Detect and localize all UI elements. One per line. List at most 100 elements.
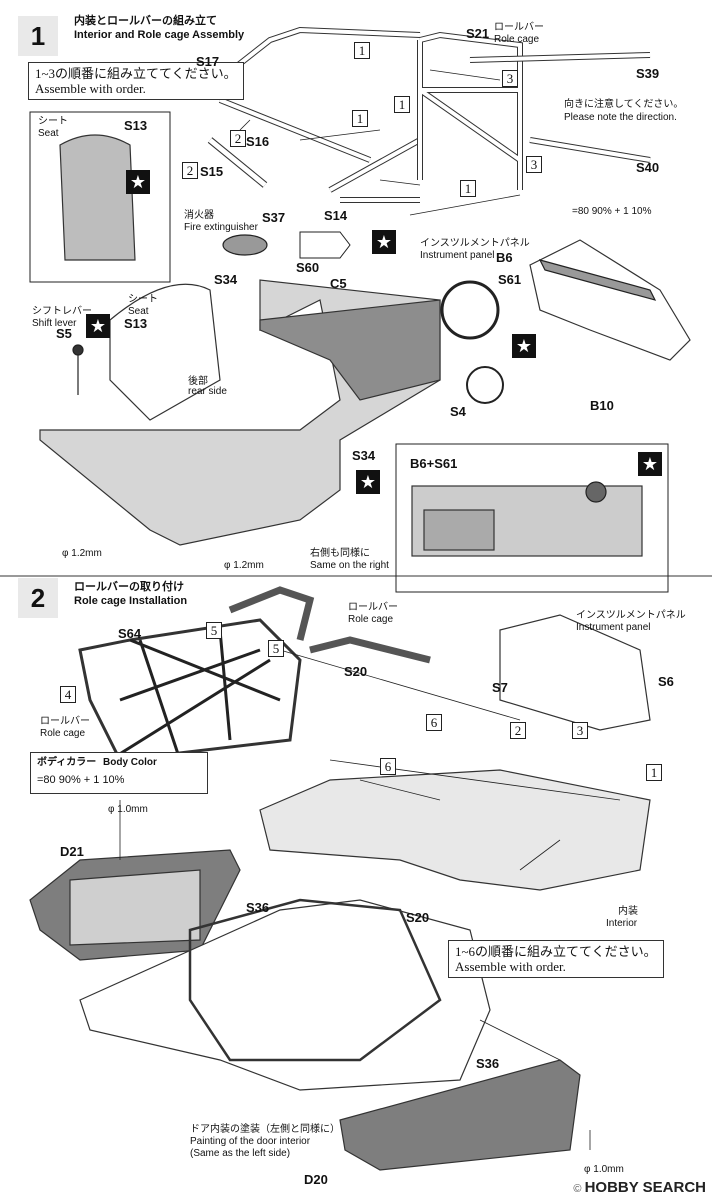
step-2-title: ロールバーの取り付け Role cage Installation (74, 580, 187, 608)
sequence-marker: 5 (206, 622, 222, 639)
part-s6: S6 (658, 674, 674, 689)
step-2-order-note-ja: 1~6の順番に組み立ててください。 (455, 944, 657, 959)
step-2-order-note-en: Assemble with order. (455, 959, 566, 974)
part-s39: S39 (636, 66, 660, 81)
drill-size-3: φ 1.0mm (108, 804, 148, 815)
rollbar-label-en: Role cage (494, 34, 540, 45)
rear-label-ja: 後部 (188, 376, 208, 387)
sequence-marker: 2 (182, 162, 198, 179)
drill-size-2: φ 1.2mm (224, 560, 264, 571)
step-2-number: 2 (18, 578, 58, 618)
extinguisher-label-ja: 消火器 (184, 210, 214, 221)
part-s40: S40 (636, 160, 660, 175)
part-d21: D21 (60, 844, 84, 859)
star-icon: ★ (512, 334, 536, 358)
sequence-marker: 2 (230, 130, 246, 147)
direction-note-en: Please note the direction. (564, 112, 677, 123)
part-b10: B10 (590, 398, 614, 413)
sequence-marker: 1 (394, 96, 410, 113)
door-note-en2: (Same as the left side) (190, 1148, 291, 1159)
sequence-marker: 4 (60, 686, 76, 703)
sequence-marker: 1 (460, 180, 476, 197)
step-2-order-note: 1~6の順番に組み立ててください。 Assemble with order. (448, 940, 664, 978)
part-s34-upper: S34 (214, 272, 238, 287)
rear-label-en: rear side (188, 386, 227, 397)
part-s14: S14 (324, 208, 348, 223)
watermark: © HOBBY SEARCH (573, 1179, 706, 1196)
drill-size-4: φ 1.0mm (584, 1164, 624, 1175)
same-right-ja: 右側も同様に (310, 548, 370, 559)
rollbar2-label-ja: ロールバー (348, 602, 398, 613)
part-s34-lower: S34 (352, 448, 376, 463)
door-note-en1: Painting of the door interior (190, 1136, 311, 1147)
step-1-number: 1 (18, 16, 58, 56)
instrument2-label-en: Instrument panel (576, 622, 651, 633)
watermark-brand: HOBBY SEARCH (584, 1179, 706, 1196)
paint-mix-step1: =80 90% + 1 10% (572, 206, 652, 217)
sequence-marker: 3 (502, 70, 518, 87)
body-color-en: Body Color (103, 757, 157, 768)
interior-label-ja: 内装 (618, 906, 638, 917)
part-s64: S64 (118, 626, 142, 641)
part-b6: B6 (496, 250, 513, 265)
sequence-marker: 6 (426, 714, 442, 731)
drill-size-1: φ 1.2mm (62, 548, 102, 559)
part-s13-shell: S13 (124, 316, 148, 331)
rollbar-label-ja: ロールバー (494, 22, 544, 33)
part-s15: S15 (200, 164, 224, 179)
part-s36-left: S36 (246, 900, 270, 915)
part-s21: S21 (466, 26, 490, 41)
seat-label2-ja: シート (128, 294, 158, 305)
sequence-marker: 2 (510, 722, 526, 739)
body-color-ja: ボディカラー (37, 757, 97, 768)
watermark-copyright: © (573, 1183, 585, 1195)
extinguisher-label-en: Fire extinguisher (184, 222, 258, 233)
instrument-label-ja: インスツルメントパネル (420, 238, 530, 249)
door-note-ja: ドア内装の塗装（左側と同様に） (190, 1124, 340, 1135)
rollbar2-label-en: Role cage (348, 614, 394, 625)
sequence-marker: 5 (268, 640, 284, 657)
step-1-order-note: 1~3の順番に組み立ててください。 Assemble with order. (28, 62, 244, 100)
seat-label2-en: Seat (128, 306, 149, 317)
star-icon: ★ (356, 470, 380, 494)
instrument-label-en: Instrument panel (420, 250, 495, 261)
shift-label-ja: シフトレバー (32, 306, 92, 317)
sequence-marker: 3 (526, 156, 542, 173)
part-s60: S60 (296, 260, 320, 275)
instrument2-label-ja: インスツルメントパネル (576, 610, 686, 621)
rollbar3-label-en: Role cage (40, 728, 86, 739)
step-2-title-ja: ロールバーの取り付け (74, 581, 184, 593)
part-s4: S4 (450, 404, 466, 419)
part-s61: S61 (498, 272, 522, 287)
part-s13-seat: S13 (124, 118, 148, 133)
star-icon: ★ (638, 452, 662, 476)
sequence-marker: 1 (354, 42, 370, 59)
step-1-title: 内装とロールバーの組み立て Interior and Role cage Ass… (74, 14, 244, 42)
shift-label-en: Shift lever (32, 318, 77, 329)
part-s5: S5 (56, 326, 72, 341)
part-s7: S7 (492, 680, 508, 695)
step-1-order-note-ja: 1~3の順番に組み立ててください。 (35, 66, 237, 81)
paint-mix-step2: =80 90% + 1 10% (37, 774, 125, 786)
sequence-marker: 3 (572, 722, 588, 739)
sequence-marker: 1 (646, 764, 662, 781)
seat-label-en: Seat (38, 128, 59, 139)
rollbar3-label-ja: ロールバー (40, 716, 90, 727)
star-icon: ★ (372, 230, 396, 254)
step-1-order-note-en: Assemble with order. (35, 81, 146, 96)
step-1-title-en: Interior and Role cage Assembly (74, 29, 245, 41)
part-s17: S17 (196, 54, 220, 69)
direction-note-ja: 向きに注意してください。 (564, 99, 684, 110)
sequence-marker: 6 (380, 758, 396, 775)
part-s37: S37 (262, 210, 286, 225)
seat-label-ja: シート (38, 116, 68, 127)
part-s16: S16 (246, 134, 270, 149)
step-1-title-ja: 内装とロールバーの組み立て (74, 15, 217, 27)
sequence-marker: 1 (352, 110, 368, 127)
step-2-title-en: Role cage Installation (74, 595, 188, 607)
part-d20: D20 (304, 1172, 328, 1187)
star-icon: ★ (86, 314, 110, 338)
star-icon: ★ (126, 170, 150, 194)
